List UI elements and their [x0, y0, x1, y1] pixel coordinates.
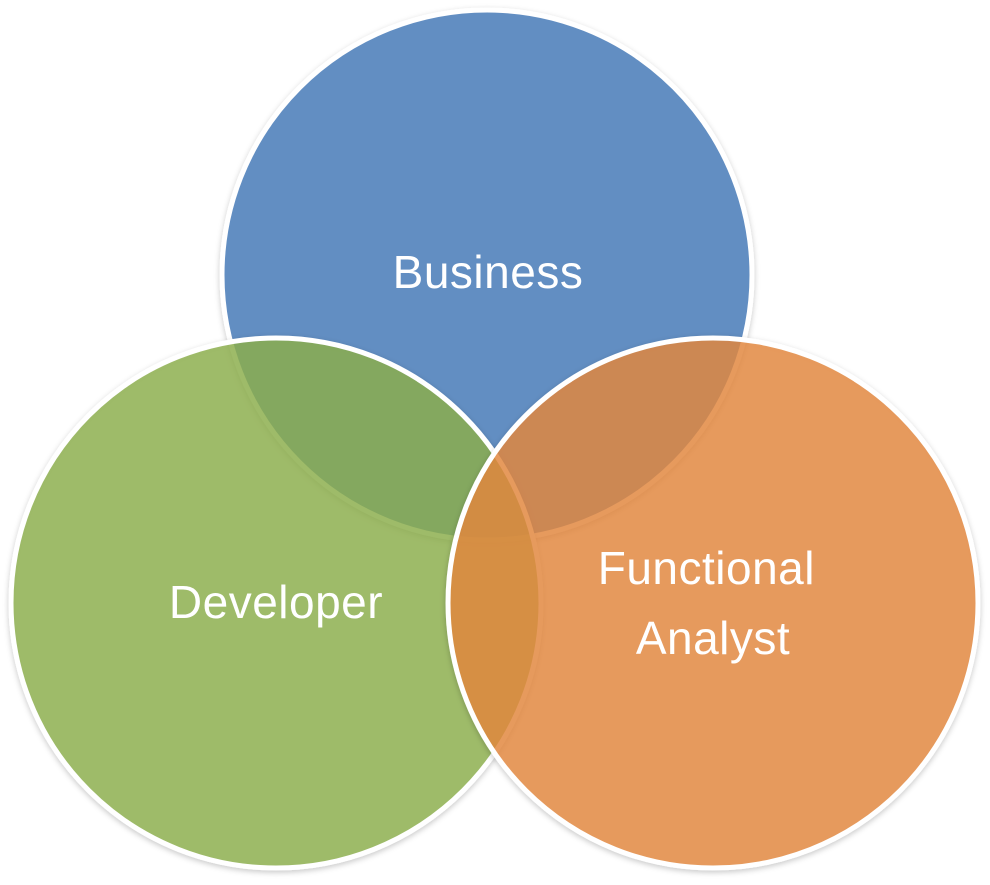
functional-analyst-label-line-1: Functional — [598, 542, 815, 594]
functional-analyst-circle-group — [445, 335, 981, 871]
business-label: Business — [393, 246, 584, 298]
functional-analyst-label: Functional Analyst — [598, 542, 829, 664]
functional-analyst-circle — [445, 335, 981, 871]
developer-label: Developer — [169, 576, 383, 628]
functional-analyst-label-line-2: Analyst — [636, 612, 790, 664]
